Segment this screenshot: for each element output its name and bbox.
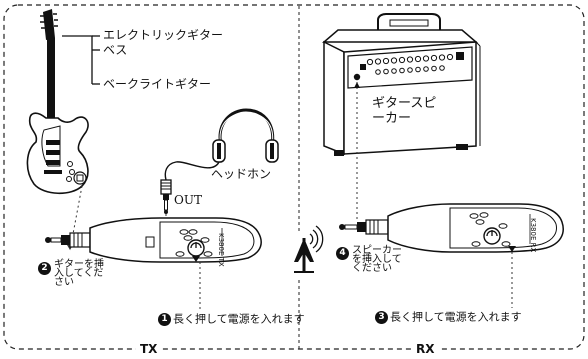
wireless-antenna-icon bbox=[294, 225, 324, 273]
outer-dashed-border bbox=[3, 4, 585, 350]
rx-section-label: RX bbox=[416, 342, 435, 356]
headphones-icon bbox=[164, 108, 279, 181]
step-four-number: 4 bbox=[336, 247, 349, 260]
speaker-label: ギタースピ ーカー bbox=[372, 96, 437, 126]
electric-guitar-icon bbox=[26, 9, 89, 195]
step-two-text: ギターを挿 入してくだ さい bbox=[54, 259, 104, 288]
step-four-callout: 4 bbox=[336, 245, 351, 261]
guitar-type-bakelite: ベークライトギター bbox=[103, 77, 212, 91]
step-two-number: 2 bbox=[38, 262, 51, 275]
tx-model-label: K380E TX bbox=[217, 233, 225, 267]
step-one-text: 長く押して電源を入れます bbox=[173, 312, 305, 326]
step-one-number: 1 bbox=[158, 313, 171, 326]
step-four-text: スピーカー を挿入して ください bbox=[352, 245, 402, 274]
out-label: OUT bbox=[174, 193, 202, 207]
jack-plug-icon bbox=[160, 179, 172, 214]
step-two-callout: 2 bbox=[38, 260, 53, 276]
guitar-type-bass: ベス bbox=[103, 43, 128, 57]
rx-model-label: K380E RX bbox=[529, 218, 537, 253]
step-three-text: 長く押して電源を入れます bbox=[390, 310, 522, 324]
transmitter-icon bbox=[45, 217, 262, 263]
tx-section-label: TX bbox=[140, 342, 158, 356]
receiver-icon bbox=[339, 203, 564, 253]
headphones-label: ヘッドホン bbox=[211, 167, 272, 181]
amp-knobs bbox=[366, 53, 454, 75]
guitar-type-electric: エレクトリックギター bbox=[103, 28, 224, 42]
step-three-number: 3 bbox=[375, 311, 388, 324]
amplifier-icon bbox=[321, 13, 481, 156]
